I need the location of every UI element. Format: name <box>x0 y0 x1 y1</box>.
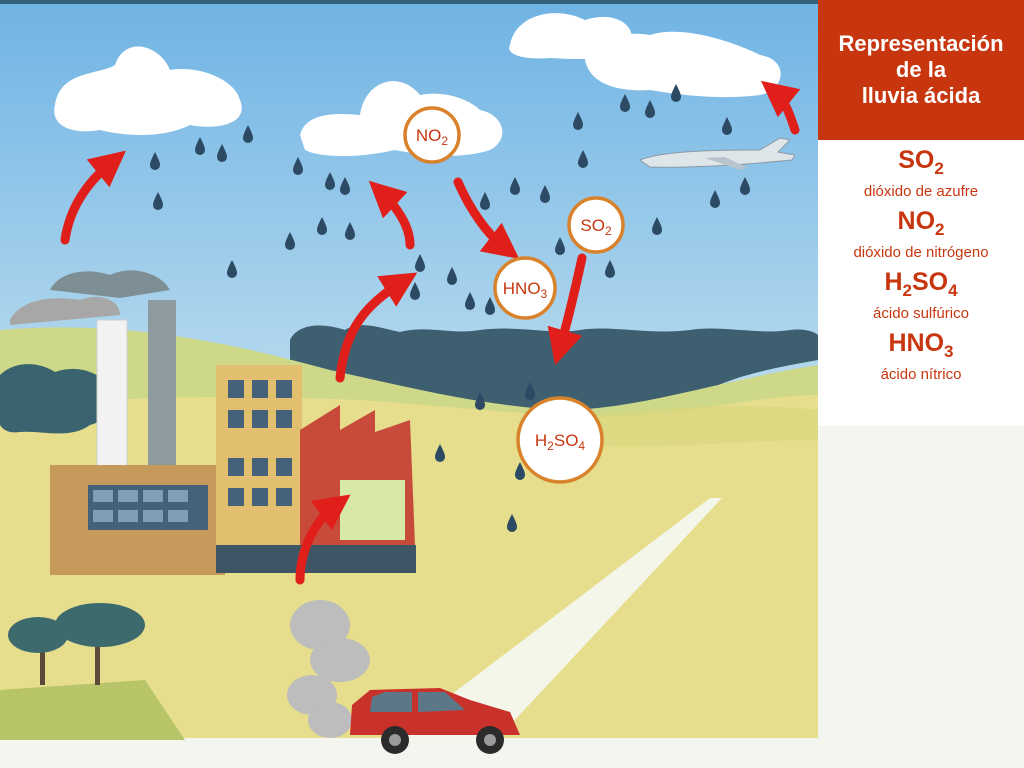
molecule-so2: SO2 <box>567 196 625 254</box>
molecule-h2so4-h: H <box>535 431 547 450</box>
arrow-no2-hno3 <box>453 177 520 259</box>
legend-name-hno3: ácido nítrico <box>880 366 962 383</box>
legend-h2so4-so: SO <box>911 268 949 296</box>
molecule-so2-main: SO <box>580 216 605 235</box>
molecule-so2-sub: 2 <box>605 224 612 238</box>
factory-complex <box>10 270 416 575</box>
chimney-grey <box>148 300 176 485</box>
title-line-3: lluvia ácida <box>861 83 981 108</box>
chimney-white <box>96 319 128 486</box>
legend-no2-sub: 2 <box>935 220 945 239</box>
arrow-factory <box>295 494 351 585</box>
legend-h2so4-h: H <box>884 268 903 296</box>
molecule-hno3-main: HNO <box>503 279 541 298</box>
legend-no2-main: NO <box>897 207 936 235</box>
svg-text:SO2: SO2 <box>580 216 612 238</box>
molecule-no2-sub: 2 <box>441 134 448 148</box>
molecule-hno3: HNO3 <box>493 256 557 320</box>
arrow-so2-down <box>547 253 587 366</box>
molecule-h2so4-so: SO <box>554 431 579 450</box>
legend-formula-so2: SO2 <box>818 146 1024 183</box>
hill-shade <box>560 405 818 447</box>
trees-bottom-left <box>8 603 145 685</box>
legend-so2-sub: 2 <box>934 159 944 178</box>
legend-name-h2so4: ácido sulfúrico <box>873 305 969 322</box>
molecule-hno3-sub: 3 <box>541 287 548 301</box>
molecule-no2: NO2 <box>403 106 461 164</box>
exhaust-smoke <box>287 600 370 738</box>
legend-panel: SO2 dióxido de azufre NO2 dióxido de nit… <box>818 140 1024 426</box>
svg-text:NO2: NO2 <box>416 126 449 148</box>
ground-strip <box>0 738 818 768</box>
legend-formula-hno3: HNO3 <box>818 329 1024 366</box>
legend-formula-h2so4: H2SO4 <box>818 268 1024 305</box>
legend-formula-no2: NO2 <box>818 207 1024 244</box>
cloud-left <box>54 46 242 135</box>
arrow-mid-curl <box>368 180 415 250</box>
arrow-left <box>60 150 126 245</box>
svg-text:HNO3: HNO3 <box>503 279 548 301</box>
legend-h2so4-sub1: 2 <box>902 281 912 300</box>
title-line-2: de la <box>895 57 947 82</box>
left-trees <box>0 364 114 434</box>
molecule-h2so4-sub2: 4 <box>578 439 585 453</box>
molecule-h2so4: H2SO4 <box>516 396 604 484</box>
svg-text:H2SO4: H2SO4 <box>535 431 586 453</box>
legend-name-no2: dióxido de nitrógeno <box>853 244 989 261</box>
title-box: Representación de la lluvia ácida <box>818 0 1024 140</box>
acid-rain-scene: NO2 SO2 HNO3 H2SO4 <box>0 0 818 768</box>
arrow-mid-up <box>335 272 418 383</box>
cloud-right-2 <box>585 31 781 98</box>
legend-h2so4-sub2: 4 <box>948 281 958 300</box>
legend-hno3-sub: 3 <box>944 342 954 361</box>
legend-hno3-main: HNO <box>888 329 945 357</box>
title-line-1: Representación <box>838 31 1004 56</box>
emission-arrows <box>60 80 801 585</box>
legend-name-so2: dióxido de azufre <box>863 183 979 200</box>
car <box>350 688 520 754</box>
frame-border <box>0 0 818 4</box>
airplane <box>638 137 796 170</box>
molecule-h2so4-sub1: 2 <box>547 439 554 453</box>
grass-patch <box>0 680 185 740</box>
legend-so2-main: SO <box>898 146 935 174</box>
arrow-right-top <box>760 80 801 135</box>
molecule-no2-main: NO <box>416 126 442 145</box>
